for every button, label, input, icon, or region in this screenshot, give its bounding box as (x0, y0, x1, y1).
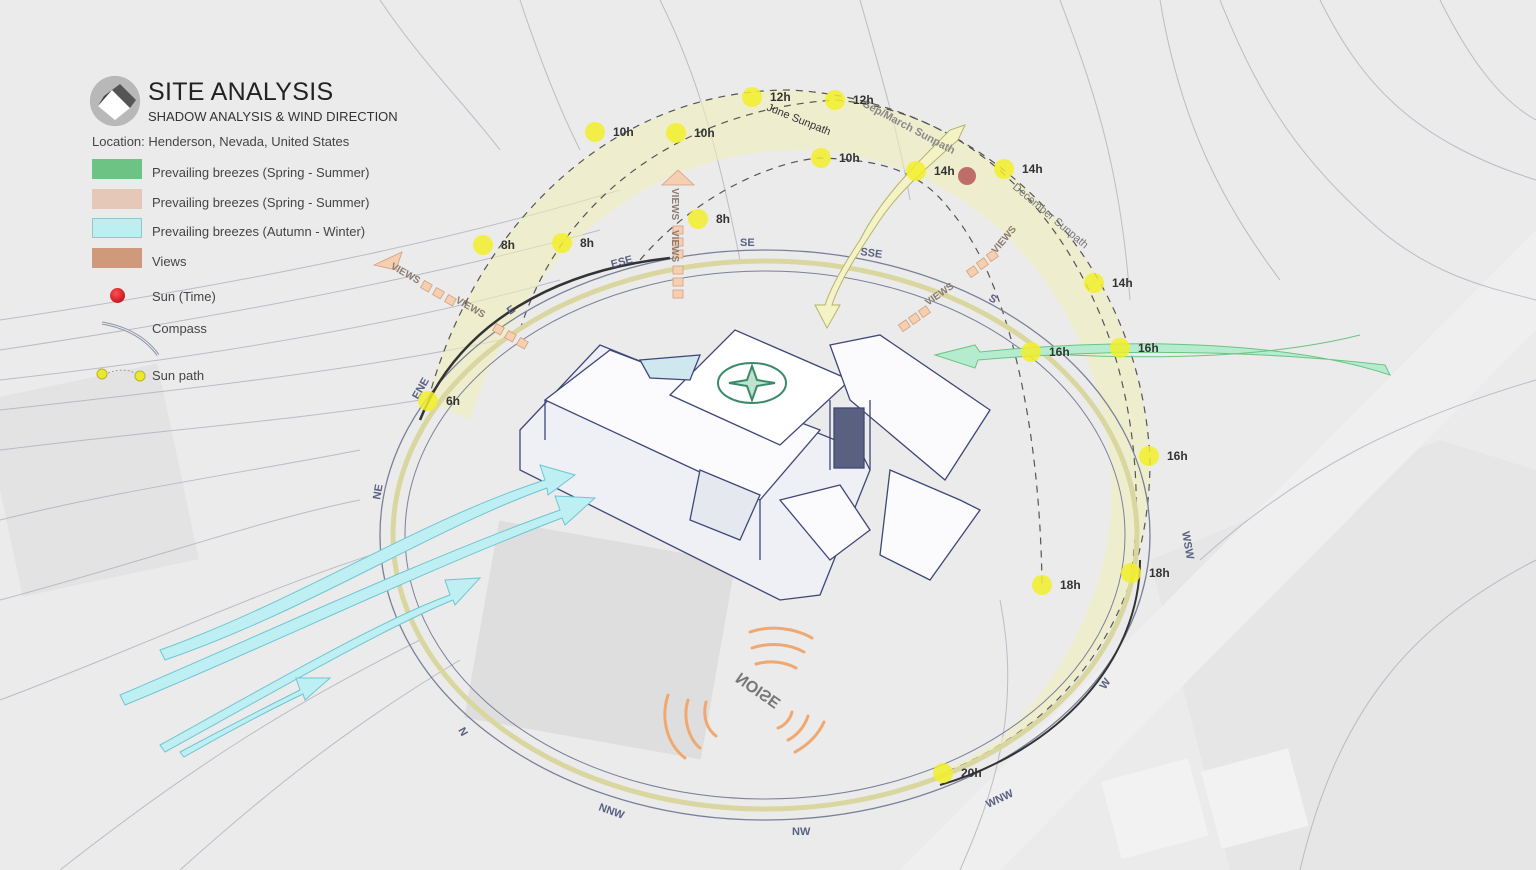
logo-icon (90, 76, 140, 126)
sun-time-label: 10h (694, 126, 715, 140)
compass-label: SSE (860, 246, 883, 261)
legend-item-sun: Sun (Time) (92, 283, 422, 305)
sun-point (1139, 446, 1159, 466)
sun-point (418, 391, 438, 411)
legend-item-views: Views (92, 248, 422, 270)
sun-point (1084, 273, 1104, 293)
legend-item-breezes-green: Prevailing breezes (Spring - Summer) (92, 159, 422, 181)
compass-label: NW (792, 826, 811, 838)
sun-time-marker[interactable] (958, 167, 976, 185)
views-label: VIEWS (669, 230, 680, 263)
sun-point (585, 122, 605, 142)
sun-time-label: 6h (446, 394, 460, 408)
sun-time-label: 14h (1022, 162, 1043, 176)
legend-swatch (92, 218, 142, 238)
sun-time-label: 8h (716, 212, 730, 226)
legend-label: Prevailing breezes (Spring - Summer) (152, 195, 370, 210)
legend-item-sunpath: Sun path (92, 362, 422, 384)
sun-time-label: 16h (1049, 345, 1070, 359)
legend-label: Prevailing breezes (Autumn - Winter) (152, 224, 366, 239)
compass-icon (101, 321, 160, 356)
sun-point (1032, 575, 1052, 595)
sun-time-label: 10h (613, 125, 634, 139)
roof-compass-icon (717, 362, 787, 404)
legend-swatch (92, 189, 142, 209)
sun-time-label: 20h (961, 766, 982, 780)
building-model (519, 329, 991, 601)
wind-arrow-spring-summer-beige (814, 124, 966, 330)
sun-point (473, 235, 493, 255)
sun-time-label: 12h (853, 93, 874, 107)
legend-label: Views (152, 254, 187, 269)
legend-label: Sun (Time) (152, 289, 216, 304)
sun-point (552, 233, 572, 253)
sun-time-label: 8h (580, 236, 594, 250)
noise-waves (663, 626, 826, 760)
sun-point (825, 90, 845, 110)
legend-label: Sun path (152, 368, 205, 383)
compass-label: WSW (1179, 530, 1196, 560)
sun-time-label: 18h (1060, 578, 1081, 592)
sun-point (666, 123, 686, 143)
legend-item-breezes-cyan: Prevailing breezes (Autumn - Winter) (92, 218, 422, 240)
location-text: Location: Henderson, Nevada, United Stat… (92, 134, 350, 149)
compass-ring[interactable] (379, 249, 1151, 821)
legend-item-breezes-beige: Prevailing breezes (Spring - Summer) (92, 189, 422, 211)
sun-point (1121, 563, 1141, 583)
sun-time-label: 8h (501, 238, 515, 252)
legend-item-compass: Compass (92, 315, 422, 356)
sun-point (906, 161, 926, 181)
sun-point (933, 763, 953, 783)
sun-time-label: 16h (1167, 449, 1188, 463)
page-title: SITE ANALYSIS (148, 78, 334, 106)
sun-time-label: 14h (1112, 276, 1133, 290)
sun-point (811, 148, 831, 168)
legend-label: Prevailing breezes (Spring - Summer) (152, 165, 370, 180)
page-subtitle: SHADOW ANALYSIS & WIND DIRECTION (148, 109, 398, 124)
sun-time-label: 10h (839, 151, 860, 165)
compass-label: SE (740, 237, 755, 249)
legend-swatch (92, 248, 142, 268)
sun-time-label: 14h (934, 164, 955, 178)
sun-time-label: 16h (1138, 341, 1159, 355)
wind-arrow-spring-summer-green (933, 334, 1391, 376)
sun-point (1021, 342, 1041, 362)
sunpath-icon (96, 368, 146, 382)
legend-swatch (92, 159, 142, 179)
wind-arrows-autumn-winter (119, 464, 597, 758)
sun-time-label: 12h (770, 90, 791, 104)
sun-point (688, 209, 708, 229)
sun-time-label: 18h (1149, 566, 1170, 580)
sun-point (742, 87, 762, 107)
sun-icon (110, 288, 125, 303)
compass-label: ESE (610, 254, 634, 271)
views-markers (372, 169, 999, 350)
views-label: VIEWS (669, 188, 680, 221)
legend-label: Compass (152, 321, 207, 336)
sun-point (1110, 338, 1130, 358)
sun-points: 6h 8h 8h 8h 10h 10h 10h 12h 12h 14h 14h 14h 16h 16h 16… (418, 87, 1188, 783)
compass-label: NE (371, 483, 385, 500)
views-arrow-icon (372, 251, 403, 271)
views-arrow-icon (660, 169, 696, 186)
sun-point (994, 159, 1014, 179)
